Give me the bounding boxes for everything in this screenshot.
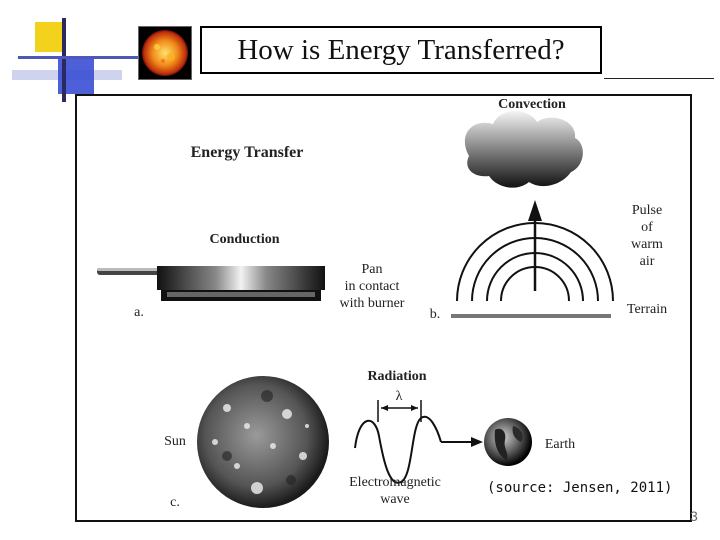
slide-title: How is Energy Transferred? <box>237 33 565 66</box>
terrain-line <box>451 314 611 318</box>
terrain-label: Terrain <box>626 302 668 317</box>
energy-transfer-heading: Energy Transfer <box>190 144 304 161</box>
warm-air-pulse <box>456 222 614 302</box>
decorative-vertical-line <box>62 18 66 102</box>
electromagnetic-wave-label: Electromagnetic wave <box>349 475 441 507</box>
sun-globe-icon <box>197 376 329 508</box>
conduction-heading: Conduction <box>209 232 280 247</box>
earth-icon <box>484 418 532 466</box>
source-citation: (source: Jensen, 2011) <box>487 480 673 496</box>
title-underline <box>604 78 714 79</box>
pulse-warm-air-label: Pulse of warm air <box>631 203 663 269</box>
pan-icon <box>97 266 325 301</box>
cloud-icon <box>464 111 583 188</box>
sun-thumbnail-icon <box>138 26 192 80</box>
energy-transfer-figure: Convection Energy Transfer Conduction Pa… <box>75 94 692 522</box>
lambda-label: λ <box>395 389 403 404</box>
arrow-up-icon <box>528 200 542 291</box>
sun-label: Sun <box>164 434 186 449</box>
wave-icon <box>354 400 483 484</box>
slide-number: 3 <box>690 508 698 524</box>
panel-label-c: c. <box>170 495 180 510</box>
convection-heading: Convection <box>498 97 566 112</box>
panel-label-b: b. <box>429 307 441 322</box>
radiation-heading: Radiation <box>367 369 427 384</box>
earth-label: Earth <box>544 437 576 452</box>
decorative-yellow-square <box>35 22 65 52</box>
conduction-caption: Pan in contact with burner <box>339 262 405 311</box>
slide-title-box: How is Energy Transferred? <box>200 26 602 74</box>
decorative-horizontal-line <box>18 56 138 59</box>
panel-label-a: a. <box>134 305 144 320</box>
